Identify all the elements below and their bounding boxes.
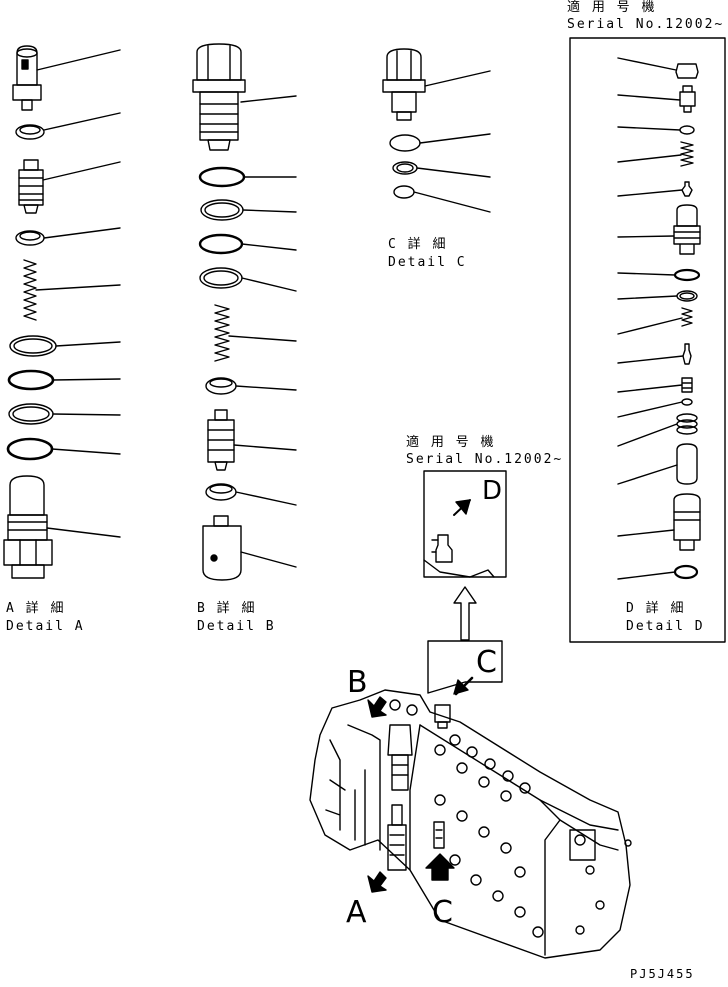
hollow-up-arrow [453, 586, 477, 641]
detail-d-en: Detail D [626, 619, 705, 634]
serial-top-jp: 適 用 号 機 [567, 0, 657, 15]
detail-c-parts [382, 48, 426, 199]
detail-d-frame [569, 37, 726, 643]
detail-d-jp: D 詳 細 [626, 601, 686, 616]
inset-d-box [423, 470, 507, 578]
serial-top-en: Serial No.12002~ [567, 17, 725, 32]
arrow-c-bottom-letter: C [432, 895, 453, 930]
detail-a-parts [3, 45, 57, 579]
valve-assembly [309, 689, 632, 959]
detail-b-parts [192, 43, 246, 581]
detail-a-en: Detail A [6, 619, 85, 634]
arrow-c-top-letter: C [476, 645, 497, 680]
detail-b-en: Detail B [197, 619, 276, 634]
detail-c-jp: C 詳 細 [388, 237, 448, 252]
callout-c-box [427, 640, 503, 694]
serial-mid-jp: 適 用 号 機 [406, 435, 496, 450]
arrow-b [367, 696, 387, 718]
arrow-b-letter: B [347, 665, 368, 700]
detail-d-leaders [617, 57, 684, 580]
detail-a-jp: A 詳 細 [6, 601, 66, 616]
detail-d-parts [673, 63, 701, 580]
inset-d-sketch [423, 499, 495, 578]
drawing-code: PJ5J455 [630, 967, 695, 981]
detail-b-jp: B 詳 細 [197, 601, 257, 616]
detail-c-leaders [413, 70, 491, 213]
serial-mid-en: Serial No.12002~ [406, 452, 564, 467]
arrow-a-letter: A [346, 895, 367, 930]
detail-c-en: Detail C [388, 255, 467, 270]
detail-a-leaders [35, 49, 121, 538]
inset-d-letter: D [482, 476, 503, 506]
detail-b-leaders [228, 95, 297, 568]
arrow-c-bottom [425, 853, 455, 881]
arrow-a [367, 871, 387, 893]
